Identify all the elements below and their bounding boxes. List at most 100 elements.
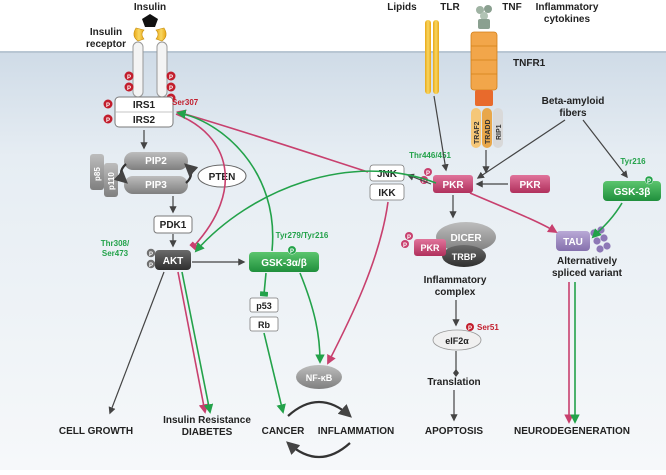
pip3-node <box>124 176 188 194</box>
beta-amyloid-label-1: Beta-amyloid <box>542 96 605 107</box>
akt-label: AKT <box>163 256 184 267</box>
svg-text:P: P <box>169 75 173 81</box>
irs1-phospho: P <box>103 99 113 109</box>
eif2a-node <box>432 329 482 351</box>
akt-box <box>155 250 191 270</box>
tnfr1-receptor <box>470 31 498 106</box>
translation-label: Translation <box>427 377 480 388</box>
tau-label: TAU <box>563 237 583 248</box>
green-gsk3b-to-tau <box>591 202 623 239</box>
trbp-label: TRBP <box>452 252 477 262</box>
gsk3ab-box <box>249 252 319 272</box>
arrow-tlr-to-pkr <box>433 95 449 172</box>
ser473-label: Ser473 <box>102 249 129 258</box>
svg-text:P: P <box>426 171 430 177</box>
svg-text:P: P <box>647 179 651 185</box>
svg-text:P: P <box>106 118 110 124</box>
pkr-small-phospho-1: P <box>401 240 409 249</box>
pink-irs1-to-akt-inhibit <box>175 113 227 251</box>
green-gsk3-to-p53-inhibit <box>259 272 269 297</box>
svg-text:P: P <box>403 243 407 249</box>
dicer-label: DICER <box>450 233 482 244</box>
pten-label: PTEN <box>209 172 236 183</box>
pip2-label: PIP2 <box>145 156 167 167</box>
gsk3b-box <box>603 181 661 201</box>
tyr216-label: Tyr216 <box>620 157 646 166</box>
akt-phospho-1: P <box>146 248 156 258</box>
gsk3ab-label: GSK-3α/β <box>261 258 307 269</box>
trbp-node <box>442 245 486 267</box>
arrow-akt-to-cell-growth <box>108 271 165 415</box>
receptor-phospho-left-2: P <box>124 82 134 92</box>
beta-amyloid-label-2: fibers <box>559 108 587 119</box>
outcome-diabetes: DIABETES <box>182 427 233 438</box>
rip1-label: RIP1 <box>496 124 503 140</box>
green-pkr-to-akt <box>194 170 437 253</box>
outcome-neurodegeneration: NEURODEGENERATION <box>514 426 630 437</box>
insulin-label: Insulin <box>134 2 166 13</box>
pkr-small-label: PKR <box>420 243 440 253</box>
pink-akt-to-insulin-resistance <box>177 271 209 414</box>
receptor-phospho-right-1: P <box>166 71 176 81</box>
receptor-phospho-right-2: P <box>166 82 176 92</box>
svg-text:P: P <box>407 235 411 241</box>
pkr-right-box <box>510 175 550 193</box>
eif2a-phospho: P <box>466 323 474 332</box>
pten-node <box>197 164 247 188</box>
outcome-cell-growth: CELL GROWTH <box>59 426 133 437</box>
thr308-label: Thr308/ <box>101 239 130 248</box>
pip3-label: PIP3 <box>145 180 167 191</box>
tnfr1-adaptors <box>471 108 503 148</box>
tau-box <box>556 231 590 251</box>
svg-text:P: P <box>290 249 294 255</box>
p53-box <box>249 297 279 313</box>
svg-text:P: P <box>422 179 426 185</box>
outcome-apoptosis: APOPTOSIS <box>425 426 483 437</box>
pink-ikk-to-nfkb <box>327 201 389 365</box>
pkr-main-box <box>433 175 473 193</box>
svg-text:P: P <box>149 263 153 269</box>
ikk-box <box>369 183 405 201</box>
pdk1-label: PDK1 <box>160 220 187 231</box>
cancer-inflammation-cycle-bottom <box>286 441 351 458</box>
pkr-small-box <box>414 239 446 256</box>
dicer-node <box>436 222 496 252</box>
svg-text:P: P <box>127 75 131 81</box>
svg-text:P: P <box>127 86 131 92</box>
pink-jnk-to-irs1 <box>176 109 369 173</box>
outcome-inflammation: INFLAMMATION <box>318 426 394 437</box>
arrow-amyloid-to-gsk3b <box>582 119 628 179</box>
pip-cycle-left <box>113 163 128 184</box>
lipids-label: Lipids <box>387 2 417 13</box>
tlr-receptor <box>425 20 439 94</box>
rb-box <box>249 316 279 332</box>
gsk3b-phospho: P <box>644 175 654 185</box>
pip2-node <box>124 152 188 170</box>
pkr-phospho-2: P <box>424 168 432 177</box>
p110-label: p110 <box>107 172 116 190</box>
inhibit-eif2a-diamond <box>453 369 459 377</box>
svg-text:P: P <box>149 252 153 258</box>
green-gsk3-to-nfkb <box>299 272 325 364</box>
irs2-label: IRS2 <box>133 115 156 126</box>
p53-label: p53 <box>256 301 272 311</box>
jnk-label: JNK <box>377 169 398 180</box>
tnf-ligand <box>476 5 492 29</box>
cancer-inflammation-cycle-top <box>287 401 352 418</box>
gsk3ab-phospho: P <box>287 245 297 255</box>
inflammatory-complex-label-2: complex <box>435 287 476 298</box>
insulin-receptor-label-1: Insulin <box>90 27 122 38</box>
eif2a-label: eIF2α <box>445 336 469 346</box>
ser51-label: Ser51 <box>477 323 499 332</box>
pkr-small-phospho-2: P <box>405 232 413 241</box>
p85-label: p85 <box>93 167 102 181</box>
irs2-phospho: P <box>103 114 113 124</box>
insulin-molecule <box>142 14 158 27</box>
svg-text:P: P <box>468 326 472 332</box>
alt-spliced-label-2: spliced variant <box>552 268 623 279</box>
pdk1-box <box>153 215 193 234</box>
nfkb-node <box>296 365 342 389</box>
traf2-label: TRAF2 <box>474 121 481 144</box>
outcome-insulin-resistance: Insulin Resistance <box>163 415 251 426</box>
tyr279-label: Tyr279/Tyr216 <box>276 231 329 240</box>
